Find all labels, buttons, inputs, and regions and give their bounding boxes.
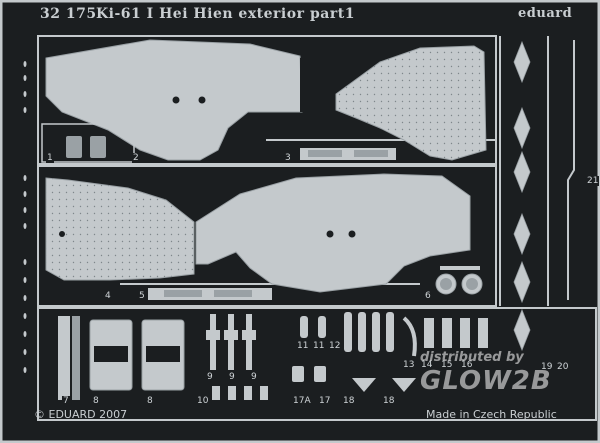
part-number: 7 xyxy=(62,396,70,406)
origin-text: Made in Czech Republic xyxy=(426,408,557,421)
part-number: 3 xyxy=(284,153,292,163)
part-number: 11 xyxy=(296,341,310,351)
distributor-watermark-logo: GLOW2B xyxy=(420,366,552,396)
part-number: 14 xyxy=(420,360,434,370)
part-number: 16 xyxy=(460,360,474,370)
part-number: 21 xyxy=(586,176,600,186)
part-4-aileron xyxy=(45,177,195,281)
part-number: 8 xyxy=(92,396,100,406)
left-rail-drops xyxy=(23,61,27,373)
part-5-strip xyxy=(148,288,272,300)
part-number: 17A xyxy=(292,396,312,406)
part-number: 6 xyxy=(424,291,432,301)
part-number: 17 xyxy=(318,396,332,406)
part-9-struts xyxy=(206,314,256,370)
copyright-text: © EDUARD 2007 xyxy=(34,408,128,421)
part-10-teeth xyxy=(212,386,268,400)
part-number: 9 xyxy=(250,372,258,382)
distributor-watermark-line1: distributed by xyxy=(420,350,524,365)
parts-11-15-tubes xyxy=(300,312,488,357)
part-8-boxes xyxy=(89,319,185,391)
part-number: 13 xyxy=(402,360,416,370)
part-number: 1 xyxy=(46,153,54,163)
part-upper-right-aileron xyxy=(300,45,487,161)
part-number: 8 xyxy=(146,396,154,406)
brand-logo: eduard xyxy=(518,6,573,21)
part-7-strip xyxy=(58,316,80,400)
part-number: 4 xyxy=(104,291,112,301)
part-21-wire xyxy=(567,40,575,300)
sprue-frame xyxy=(37,35,597,421)
part-number: 11 xyxy=(312,341,326,351)
part-6-discs xyxy=(435,266,483,295)
part-lower-wing-panel xyxy=(195,173,471,293)
fret-code: 32 175 xyxy=(40,6,97,22)
part-number: 10 xyxy=(196,396,210,406)
part-number: 12 xyxy=(328,341,342,351)
part-number: 18 xyxy=(382,396,396,406)
fret-title: Ki-61 I Hei Hien exterior xyxy=(96,6,305,22)
part-number: 15 xyxy=(440,360,454,370)
part-number: 9 xyxy=(228,372,236,382)
right-column-diamond-parts xyxy=(513,40,531,352)
part-2-wing-panel xyxy=(41,39,303,163)
part-3-strip xyxy=(300,148,396,160)
part-number: 5 xyxy=(138,291,146,301)
part-number: 18 xyxy=(342,396,356,406)
part-number: 20 xyxy=(556,362,570,372)
part-number: 2 xyxy=(132,153,140,163)
part-number: 9 xyxy=(206,372,214,382)
parts-17-18 xyxy=(292,366,416,392)
part-number: 19 xyxy=(540,362,554,372)
fret-part: part1 xyxy=(310,6,355,22)
